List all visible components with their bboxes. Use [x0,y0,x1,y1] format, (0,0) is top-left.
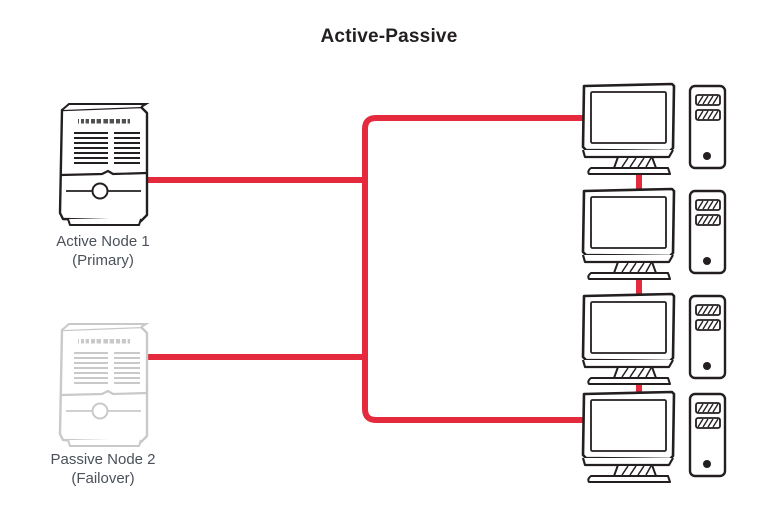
monitor-stand-neck-2 [612,261,658,274]
server-tower-icon-passive[interactable] [58,323,150,447]
pc-tower-2 [688,189,727,275]
server-vent-right-passive [114,351,140,385]
server-vent-left-passive [74,351,108,385]
monitor-screen-1 [590,91,667,144]
server-vent-left-active [74,131,108,165]
passive-node-label: Passive Node 2 (Failover) [50,451,156,487]
server-vent-right-active [114,131,140,165]
server-power-knob-passive [91,402,109,420]
pc-power-led-2 [703,257,711,265]
monitor-screen-4 [590,399,667,452]
desktop-computer-icon-2[interactable] [581,187,727,280]
desktop-computer-icon-4[interactable] [581,390,727,483]
server-power-knob-active [91,182,109,200]
desktop-computer-icon-1[interactable] [581,82,727,175]
pc-tower-4 [688,392,727,478]
monitor-stand-neck-4 [612,464,658,477]
pc-drive-bays-4 [695,402,721,429]
server-tower-icon-active[interactable] [58,103,150,226]
desktop-computer-icon-3[interactable] [581,292,727,385]
active-node-label: Active Node 1 (Primary) [56,233,150,269]
page-title: Active-Passive [320,26,458,47]
monitor-stand-neck-3 [612,366,658,379]
pc-tower-3 [688,294,727,380]
link-bus [362,115,590,423]
pc-power-led-1 [703,152,711,160]
pc-power-led-4 [703,460,711,468]
server-badge-strip-active [78,119,130,124]
monitor-screen-2 [590,196,667,249]
pc-tower-1 [688,84,727,170]
pc-power-led-3 [703,362,711,370]
pc-drive-bays-3 [695,304,721,331]
pc-drive-bays-1 [695,94,721,121]
server-badge-strip-passive [78,339,130,344]
monitor-screen-3 [590,301,667,354]
monitor-stand-neck-1 [612,156,658,169]
pc-drive-bays-2 [695,199,721,226]
